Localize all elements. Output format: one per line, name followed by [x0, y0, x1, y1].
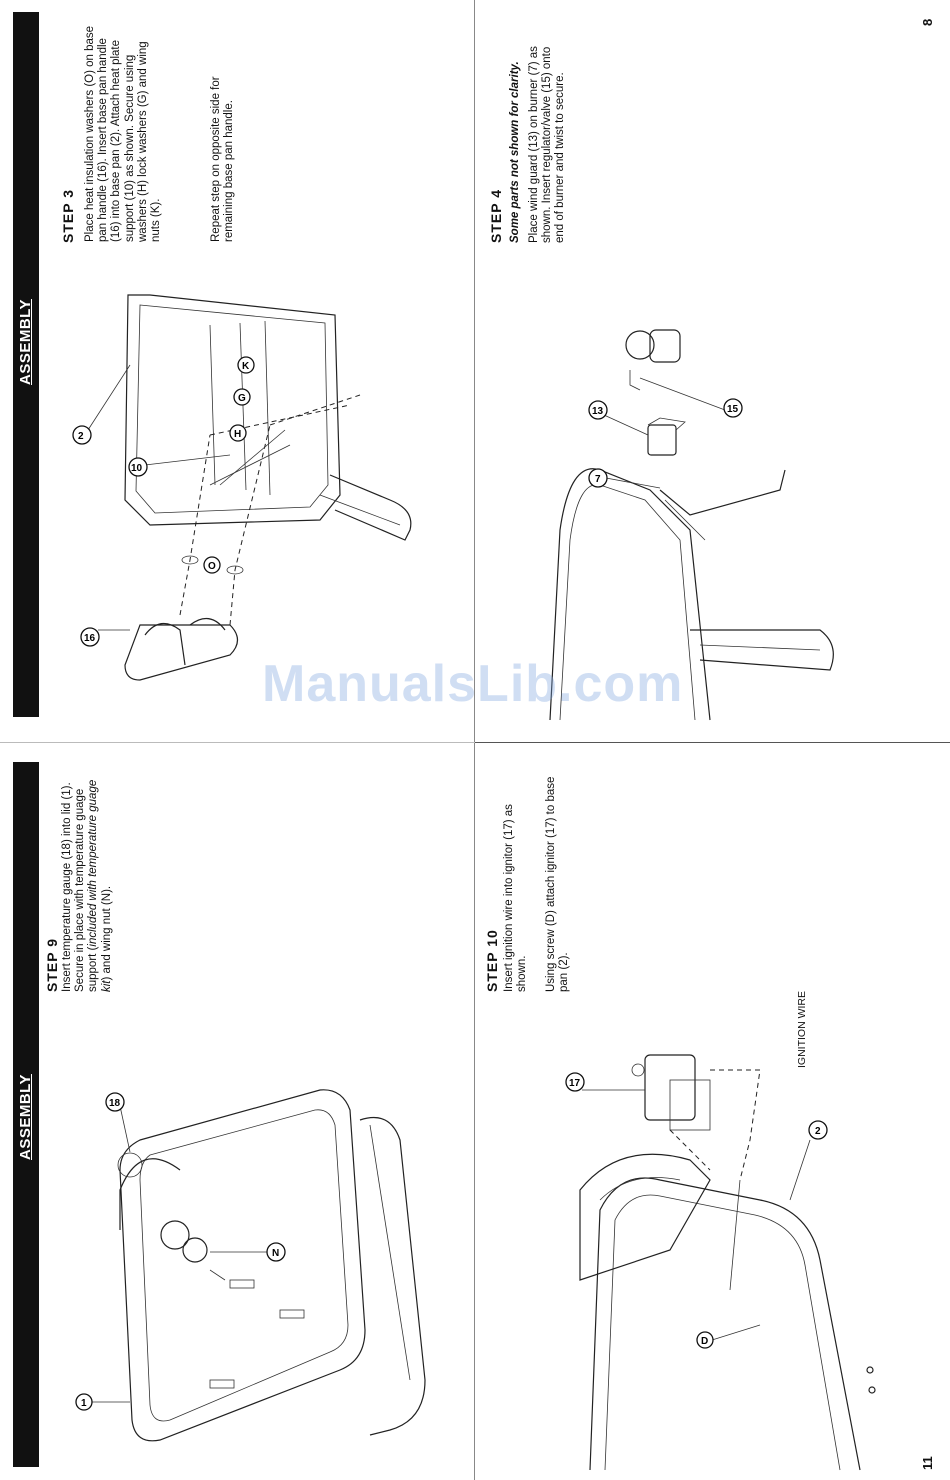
text-line: remaining base pan handle. — [223, 100, 236, 242]
callout-18: 18 — [105, 1092, 131, 1153]
step4-title: STEP 4 — [488, 189, 504, 243]
text-line: Using screw (D) attach ignitor (17) to b… — [545, 776, 557, 992]
text-line: nuts (K). — [150, 198, 163, 242]
text-line: pan (2). — [558, 952, 571, 992]
step10-figure: 17 2 D — [565, 1054, 876, 1471]
callout-16: 16 — [80, 627, 130, 647]
svg-text:2: 2 — [815, 1126, 821, 1137]
svg-text:N: N — [272, 1248, 279, 1259]
text-line: Insert temperature gauge (18) into lid (… — [61, 782, 73, 992]
step10-paragraph-2: Using screw (D) attach ignitor (17) to b… — [545, 777, 571, 992]
text-line: support (included with temperature guage — [87, 779, 100, 992]
callout-2: 2 — [72, 364, 131, 445]
text-line: (16) into base pan (2). Attach heat plat… — [110, 39, 123, 242]
step3-title: STEP 3 — [60, 189, 76, 243]
callout-17: 17 — [565, 1072, 645, 1092]
page-number-right: 8 — [920, 18, 935, 26]
text-line: Repeat step on opposite side for — [210, 76, 222, 242]
text-line: shown. — [516, 955, 529, 992]
step3-paragraph-2: Repeat step on opposite side for remaini… — [210, 76, 236, 242]
callout-7: 7 — [588, 468, 661, 489]
svg-text:D: D — [701, 1336, 708, 1347]
svg-text:K: K — [242, 361, 250, 372]
step3-figure: 2 10 H G K O 16 — [72, 294, 412, 681]
step9-figure: 18 N 1 — [75, 1089, 426, 1442]
step9-paragraph: Insert temperature gauge (18) into lid (… — [61, 780, 114, 992]
text-line: shown. Insert regulator/valve (15) onto — [541, 46, 554, 243]
step4-subtitle: Some parts not shown for clarity. — [509, 61, 521, 243]
assembly-bar-top — [13, 12, 39, 717]
text-line: Place wind guard (13) on burner (7) as — [528, 46, 540, 243]
step10-paragraph-1: Insert ignition wire into ignitor (17) a… — [503, 804, 529, 992]
svg-text:10: 10 — [131, 463, 143, 474]
callout-1: 1 — [75, 1393, 130, 1411]
horizontal-divider-left — [0, 742, 475, 743]
assembly-label-bottom: ASSEMBLY — [17, 1074, 34, 1160]
step4-figure: 13 7 15 — [549, 329, 834, 721]
callout-g: G — [233, 388, 251, 406]
svg-text:G: G — [238, 393, 246, 404]
svg-text:1: 1 — [81, 1398, 87, 1409]
svg-text:15: 15 — [727, 404, 739, 415]
text-line: kit) and wing nut (N). — [100, 885, 113, 992]
text-line: support (10) as shown. Secure using — [123, 54, 136, 242]
callout-2-base: 2 — [789, 1120, 828, 1201]
svg-text:2: 2 — [78, 431, 84, 442]
page-number-left: 11 — [920, 1456, 935, 1470]
horizontal-divider-right — [475, 742, 950, 743]
step10-title: STEP 10 — [484, 929, 500, 992]
callout-10: 10 — [128, 454, 231, 477]
callout-k: K — [237, 356, 255, 374]
callout-h: H — [229, 424, 247, 442]
step9-title: STEP 9 — [44, 938, 60, 992]
text-line: pan handle (16). Insert base pan handle — [97, 38, 110, 242]
assembly-bar-bottom — [13, 762, 39, 1467]
watermark: ManualsLib.com — [262, 655, 684, 713]
svg-text:16: 16 — [84, 633, 96, 644]
callout-13: 13 — [588, 400, 649, 436]
text-line: washers (H) lock washers (G) and wing — [136, 41, 149, 242]
callout-n: N — [210, 1242, 286, 1262]
svg-text:7: 7 — [595, 474, 601, 485]
svg-text:O: O — [208, 561, 216, 572]
step4-paragraph: Place wind guard (13) on burner (7) as s… — [528, 46, 568, 243]
svg-text:13: 13 — [592, 406, 604, 417]
text-line: end of burner and twist to secure. — [554, 72, 567, 243]
text-line: Secure in place with temperature guage — [74, 788, 87, 992]
assembly-label-top: ASSEMBLY — [17, 299, 34, 385]
callout-d: D — [696, 1324, 761, 1349]
callout-15: 15 — [639, 377, 743, 418]
text-line: Place heat insulation washers (O) on bas… — [84, 25, 96, 242]
svg-text:H: H — [234, 429, 241, 440]
callout-o: O — [203, 556, 221, 574]
text-line: Insert ignition wire into ignitor (17) a… — [503, 804, 515, 992]
svg-text:18: 18 — [109, 1098, 121, 1109]
vertical-divider — [474, 0, 475, 1480]
step3-paragraph-1: Place heat insulation washers (O) on bas… — [84, 26, 163, 242]
svg-text:17: 17 — [569, 1078, 581, 1089]
